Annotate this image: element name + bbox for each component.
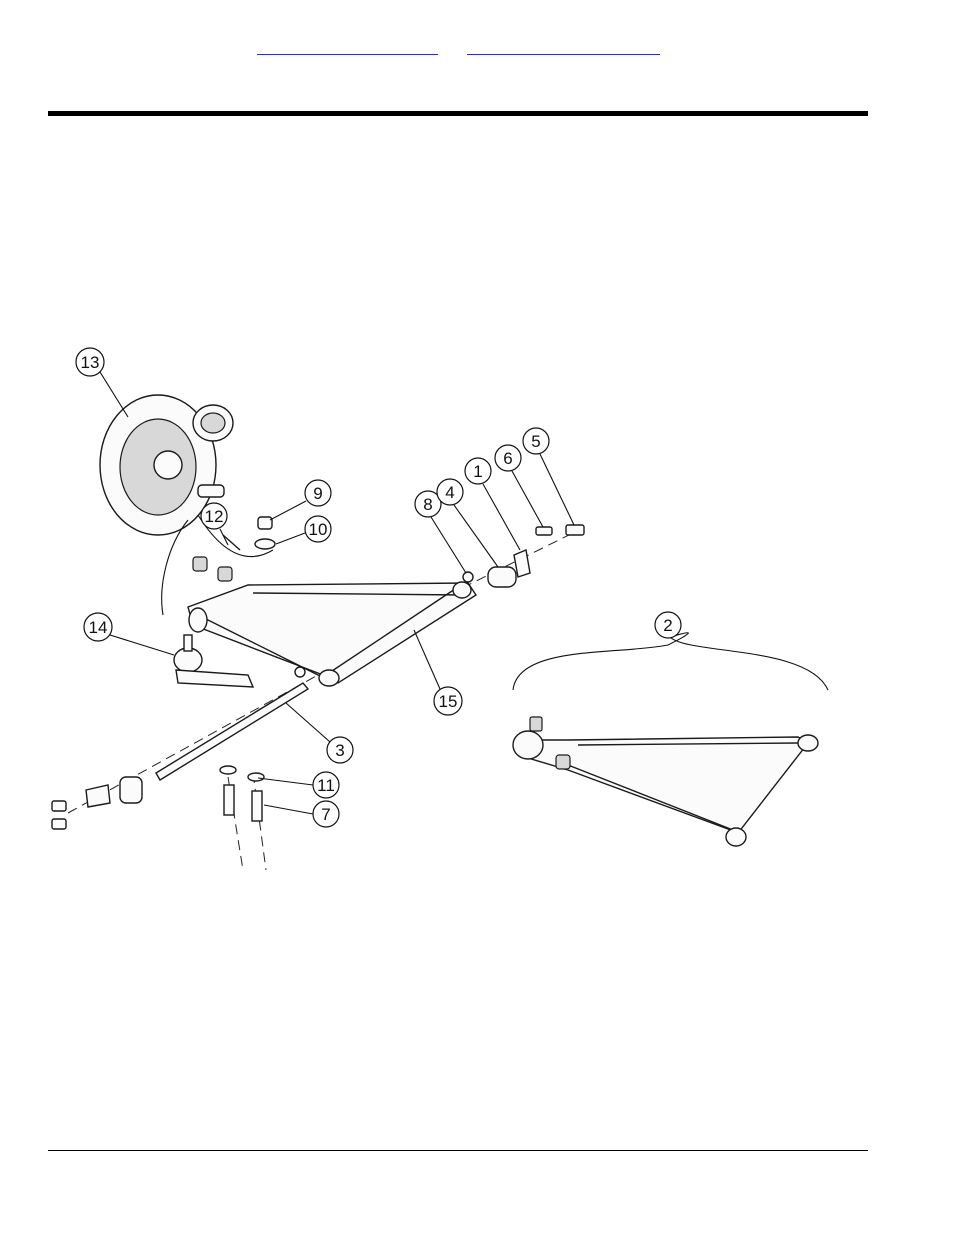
nav-link-left[interactable] <box>257 40 438 55</box>
svg-text:6: 6 <box>503 449 512 468</box>
svg-text:10: 10 <box>309 520 328 539</box>
svg-text:13: 13 <box>81 353 100 372</box>
svg-text:15: 15 <box>439 692 458 711</box>
callout-5: 5 <box>523 428 574 525</box>
callout-11: 11 <box>258 772 339 798</box>
callout-2: 2 <box>655 612 681 638</box>
svg-text:3: 3 <box>335 741 344 760</box>
callout-6: 6 <box>495 445 543 527</box>
callout-10: 10 <box>276 516 331 544</box>
svg-text:11: 11 <box>317 776 335 795</box>
callout-14: 14 <box>84 613 174 655</box>
cross-tube <box>156 683 308 780</box>
callout-3: 3 <box>286 703 353 763</box>
control-arm-frame <box>188 557 476 686</box>
callout-12: 12 <box>201 503 228 545</box>
svg-text:4: 4 <box>445 483 454 502</box>
footer-rule <box>48 1150 868 1151</box>
svg-text:12: 12 <box>205 507 224 526</box>
callout-7: 7 <box>264 801 339 827</box>
svg-text:2: 2 <box>663 616 672 635</box>
hardware-upper <box>223 517 584 587</box>
svg-text:8: 8 <box>423 495 432 514</box>
hardware-lower <box>52 667 305 829</box>
svg-text:14: 14 <box>89 618 108 637</box>
callout-8: 8 <box>415 491 466 573</box>
assembled-view <box>513 633 828 846</box>
svg-text:9: 9 <box>313 484 322 503</box>
header-rule <box>48 111 868 116</box>
svg-text:7: 7 <box>321 805 330 824</box>
svg-text:1: 1 <box>473 462 482 481</box>
hub-assembly <box>100 395 273 615</box>
svg-text:5: 5 <box>531 432 540 451</box>
callout-15: 15 <box>414 630 462 715</box>
callout-1: 1 <box>465 458 520 550</box>
nav-link-right[interactable] <box>467 40 660 55</box>
callout-9: 9 <box>270 480 331 520</box>
exploded-parts-diagram: 13 12 9 10 8 4 1 6 <box>48 345 834 873</box>
callout-4: 4 <box>437 479 498 567</box>
callout-13: 13 <box>76 348 128 417</box>
